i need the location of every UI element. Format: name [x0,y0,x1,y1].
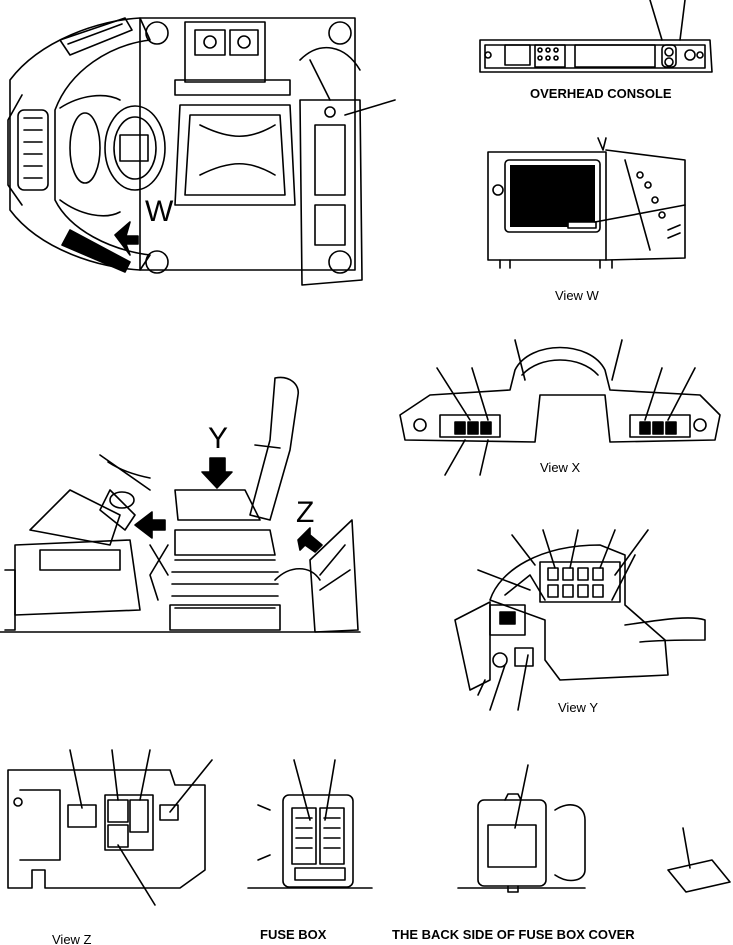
arrow-letter-y: Y [208,422,229,455]
view-z-drawing [7,749,213,906]
view-y-drawing [454,529,706,711]
view-w-drawing [487,137,686,269]
view-x-drawing [399,339,721,476]
label-view-y: View Y [558,700,598,715]
arrow-letter-w: W [145,195,174,228]
cab-plan-view [7,17,396,286]
label-view-z: View Z [52,932,92,945]
label-overhead-console: OVERHEAD CONSOLE [530,86,672,101]
label-fuse-box: FUSE BOX [260,927,327,942]
fuse-box-drawing [247,759,373,889]
fuse-box-cover-drawing [457,764,731,893]
arrow-letter-z: Z [296,496,315,529]
overhead-console [479,0,713,73]
label-view-x: View X [540,460,581,475]
cab-side-view [0,376,361,633]
label-fuse-box-cover: THE BACK SIDE OF FUSE BOX COVER [392,927,635,942]
label-view-w: View W [555,288,599,303]
